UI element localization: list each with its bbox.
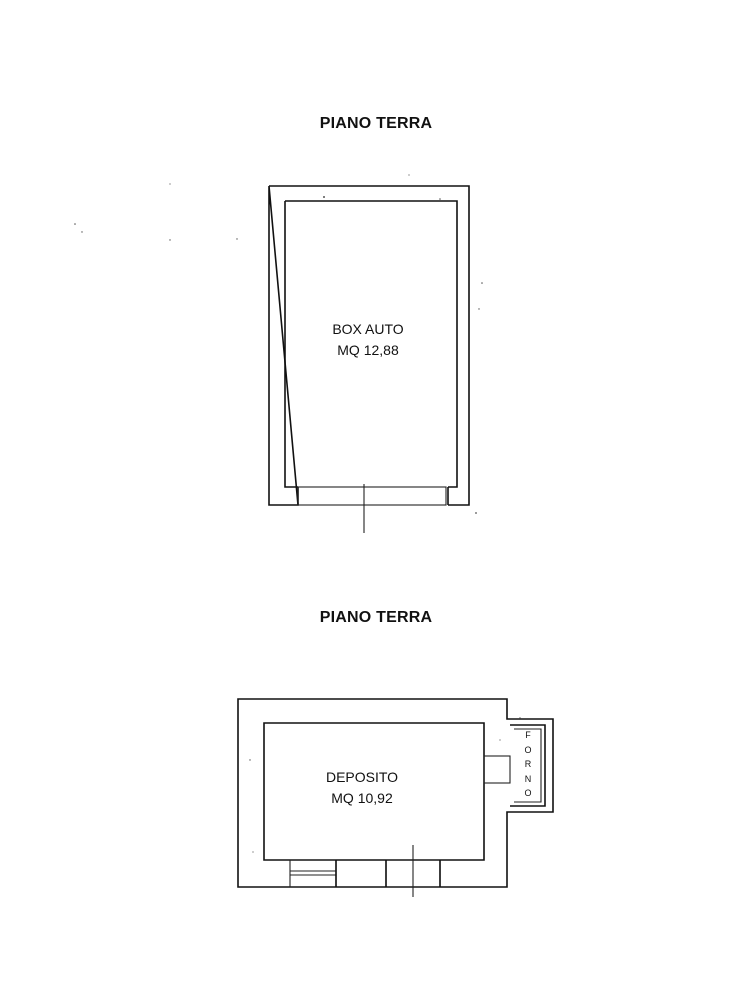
plan-deposito <box>237 698 554 897</box>
room-area: MQ 12,88 <box>337 342 399 358</box>
forno-niche <box>510 724 546 807</box>
box-outer-wall <box>268 185 470 506</box>
plan-box-auto <box>74 174 483 533</box>
forno-letter: O <box>524 788 532 798</box>
box-garage-door <box>297 486 447 506</box>
deposito-inner-wall <box>263 722 485 861</box>
forno-passage <box>483 755 511 784</box>
floor-title-deposito: PIANO TERRA <box>319 609 433 626</box>
floor-title-box-auto: PIANO TERRA <box>319 115 433 132</box>
room-label-box-auto: BOX AUTO MQ 12,88 <box>318 319 418 361</box>
box-inner-wall <box>284 200 458 488</box>
forno-letter: F <box>525 730 531 740</box>
room-area: MQ 10,92 <box>331 790 393 806</box>
forno-letter: R <box>524 759 532 769</box>
room-name: BOX AUTO <box>332 321 404 337</box>
forno-niche-inner <box>514 728 542 803</box>
deposito-window-1 <box>289 859 337 888</box>
forno-letter: O <box>524 744 532 755</box>
forno-letter: N <box>524 773 532 784</box>
room-name: DEPOSITO <box>325 769 399 785</box>
room-label-deposito: DEPOSITO MQ 10,92 <box>302 767 422 809</box>
forno-label: F O R N O <box>520 728 536 801</box>
